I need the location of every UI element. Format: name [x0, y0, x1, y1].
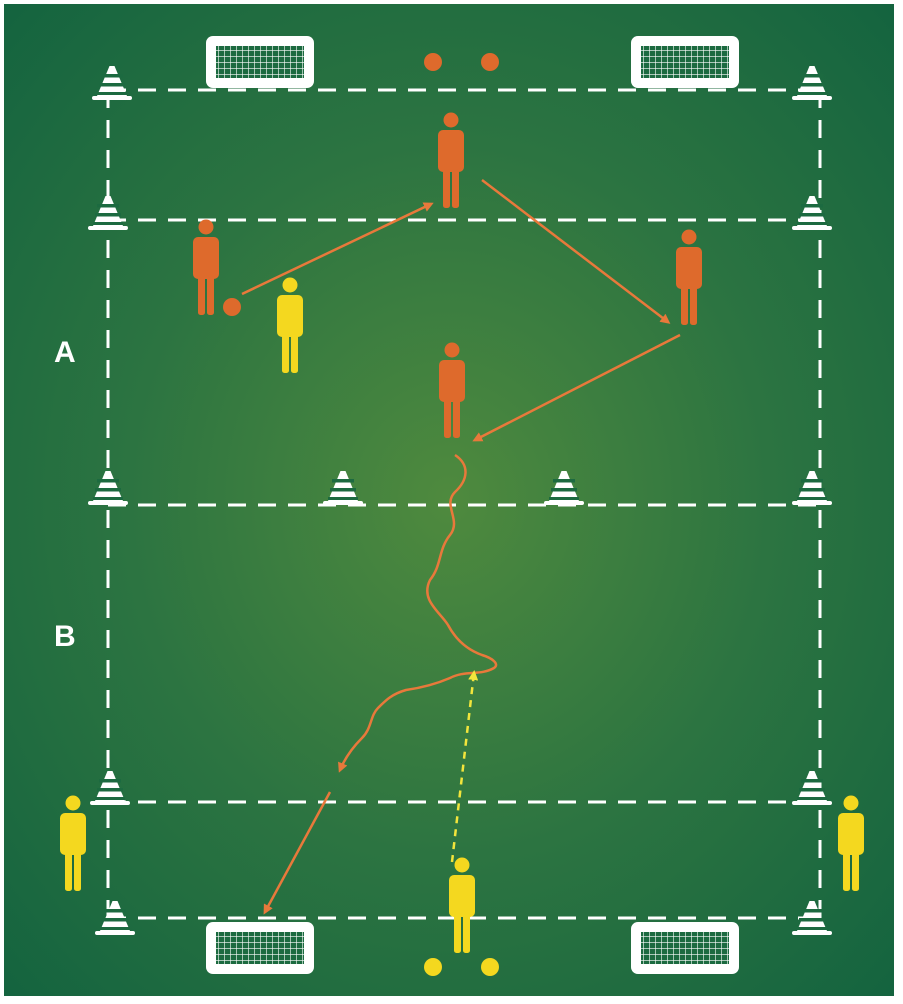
ball-supply	[223, 53, 499, 976]
ball-at-feet-icon	[223, 298, 241, 316]
yellow-ball-icon	[424, 958, 442, 976]
shot-arrow	[263, 791, 332, 915]
orange-ball-icon	[481, 53, 499, 71]
pass-arrow	[241, 202, 434, 296]
pass-arrow	[481, 179, 671, 324]
movement-arrows	[241, 179, 681, 915]
yellow-ball-icon	[481, 958, 499, 976]
orange-ball-icon	[424, 53, 442, 71]
mini-goal-icon	[630, 921, 740, 975]
mini-goal-icon	[205, 921, 315, 975]
run-arrow	[450, 670, 479, 863]
mini-goal-icon	[205, 35, 315, 89]
dribble-arrow	[338, 453, 498, 773]
pass-arrow	[472, 333, 681, 442]
mini-goal-icon	[630, 35, 740, 89]
